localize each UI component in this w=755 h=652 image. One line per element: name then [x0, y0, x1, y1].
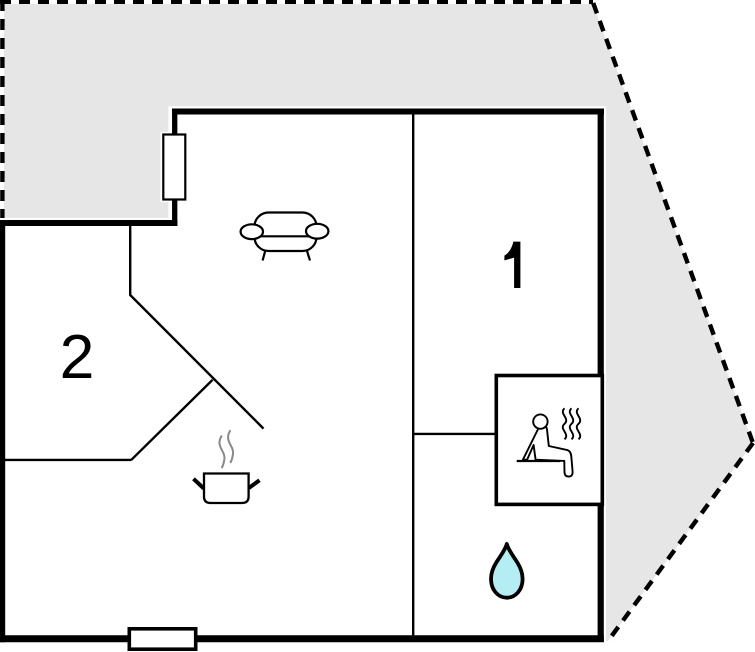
svg-text:2: 2 [60, 322, 95, 392]
